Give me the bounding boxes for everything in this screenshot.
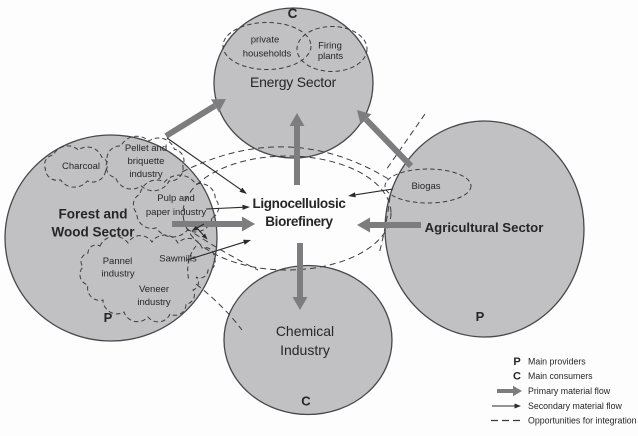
svg-text:Veneer: Veneer <box>139 284 169 295</box>
svg-text:households: households <box>243 49 292 60</box>
svg-text:industry: industry <box>137 297 171 308</box>
svg-text:C: C <box>513 371 521 383</box>
svg-text:C: C <box>301 394 311 409</box>
svg-text:Industry: Industry <box>280 342 330 358</box>
svg-text:Secondary material flow: Secondary material flow <box>528 401 623 411</box>
svg-text:Wood Sector: Wood Sector <box>51 225 135 240</box>
svg-text:Pannel: Pannel <box>103 256 133 267</box>
svg-text:Pulp and: Pulp and <box>157 193 195 204</box>
svg-text:P: P <box>104 310 113 325</box>
svg-text:Opportunities for integration: Opportunities for integration <box>528 416 637 426</box>
svg-text:briquette: briquette <box>128 156 165 167</box>
svg-text:Chemical: Chemical <box>276 323 334 339</box>
svg-text:Agricultural Sector: Agricultural Sector <box>425 220 544 235</box>
svg-text:Biogas: Biogas <box>411 181 440 192</box>
svg-text:C: C <box>288 6 298 21</box>
svg-text:Sawmills: Sawmills <box>159 254 197 265</box>
svg-text:Forest and: Forest and <box>58 207 127 222</box>
svg-text:paper industry: paper industry <box>146 207 206 218</box>
svg-text:Main providers: Main providers <box>528 357 586 367</box>
svg-text:industry: industry <box>101 269 135 280</box>
svg-text:private: private <box>251 35 280 46</box>
svg-text:Firing: Firing <box>318 41 342 52</box>
svg-text:Lignocellulosic: Lignocellulosic <box>252 196 346 211</box>
svg-text:Energy Sector: Energy Sector <box>250 74 337 90</box>
svg-text:Primary material flow: Primary material flow <box>528 386 611 396</box>
svg-text:P: P <box>513 356 520 368</box>
svg-text:plants: plants <box>318 51 344 62</box>
svg-text:Charcoal: Charcoal <box>62 161 100 172</box>
svg-text:Pellet and: Pellet and <box>125 143 167 154</box>
svg-text:industry: industry <box>129 169 163 180</box>
svg-text:Biorefinery: Biorefinery <box>265 214 333 229</box>
svg-text:Main consumers: Main consumers <box>528 371 593 381</box>
svg-text:P: P <box>476 309 485 324</box>
